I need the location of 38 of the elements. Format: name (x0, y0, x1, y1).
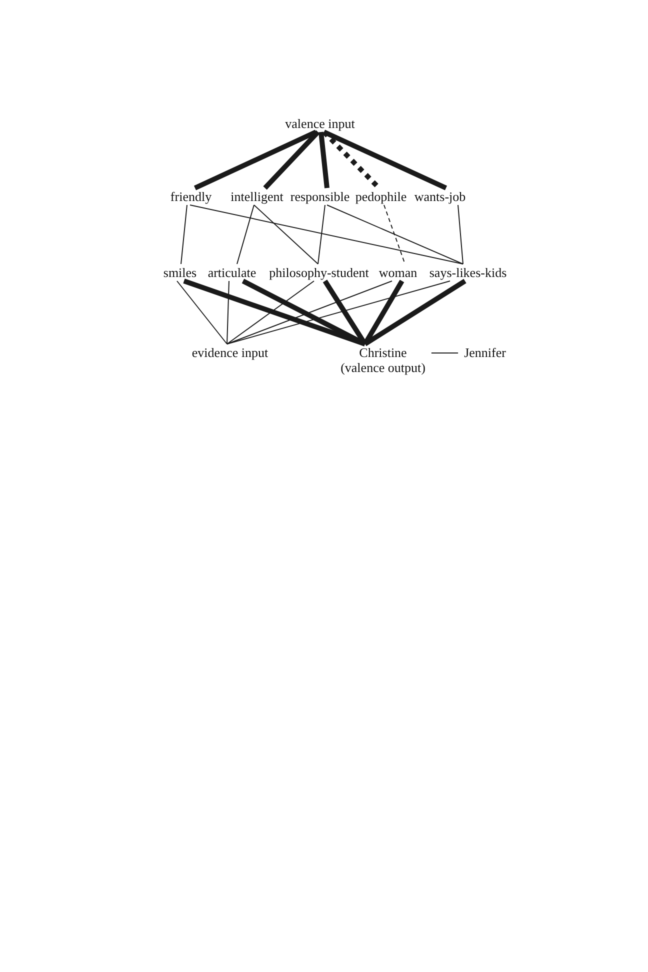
node-label: Christine (358, 345, 408, 360)
connector-line (180, 204, 188, 264)
term-label: woman (378, 265, 418, 280)
connector-line (183, 278, 366, 346)
term-label: friendly (170, 189, 212, 204)
term-label: smiles (163, 265, 197, 280)
connector-line (318, 132, 330, 188)
connector-line (384, 204, 406, 264)
connector-line (226, 280, 314, 344)
connector-line (362, 280, 404, 346)
node-subtitle: (valence output) (340, 360, 426, 375)
term-label: wants-job (414, 189, 466, 204)
term-label: philosophy-student (269, 265, 369, 280)
connector-line (242, 278, 366, 346)
connector-line (318, 204, 326, 264)
term-label: evidence input (192, 345, 268, 360)
connector-line (226, 280, 450, 344)
term-label: says-likes-kids (429, 265, 507, 280)
term-label: pedophile (355, 189, 407, 204)
connector-line (236, 204, 254, 264)
term-label: Jennifer (464, 345, 506, 360)
connector-line (322, 130, 381, 190)
connector-line (322, 130, 448, 190)
connector-line (263, 130, 320, 190)
connector-line (176, 280, 228, 344)
connector-line (254, 204, 318, 264)
connector-line (430, 352, 459, 354)
connector-line (326, 204, 464, 264)
term-label: responsible (290, 189, 350, 204)
connector-line (190, 204, 464, 264)
connector-line (226, 280, 230, 344)
connector-line (458, 204, 464, 264)
connector-line (194, 130, 318, 190)
term-label: articulate (208, 265, 256, 280)
term-label: intelligent (230, 189, 284, 204)
connector-line (226, 280, 392, 344)
term-label: valence input (285, 116, 355, 131)
connector-line (364, 278, 466, 346)
